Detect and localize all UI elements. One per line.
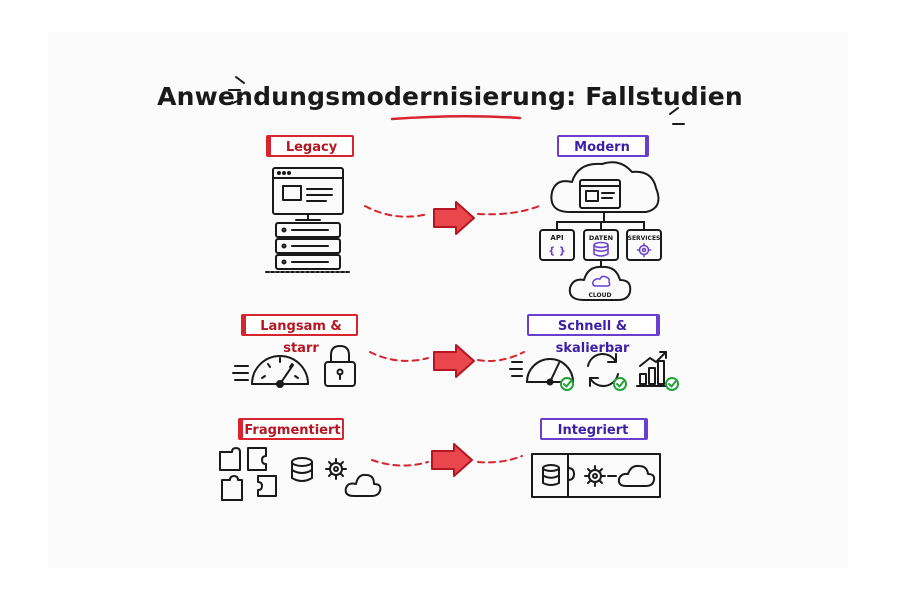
services-box xyxy=(626,229,662,261)
database-icon xyxy=(291,457,313,482)
label-integriert: Integriert xyxy=(540,418,648,440)
gear-icon xyxy=(636,242,652,258)
database-icon xyxy=(542,464,560,486)
label-modern: Modern xyxy=(557,135,649,157)
svg-text:DATEN: DATEN xyxy=(589,234,613,242)
api-box xyxy=(539,229,575,261)
check-icon-sync xyxy=(613,377,627,391)
diagram-canvas xyxy=(48,32,848,568)
gear-icon xyxy=(584,465,606,487)
label-langsam-starr: Langsam & starr xyxy=(241,314,358,356)
database-icon xyxy=(593,241,609,257)
modern-labels: API { } DATEN SERVICES CLOUD xyxy=(548,234,660,299)
title-spark-right xyxy=(669,107,685,125)
gear-icon xyxy=(325,458,347,480)
title-underline xyxy=(390,114,522,121)
modern-connectors xyxy=(556,211,645,267)
page-title: Anwendungsmodernisierung: Fallstudien xyxy=(157,82,743,111)
sync-icon xyxy=(587,352,619,388)
integrated-platform-bar xyxy=(531,453,661,498)
slow-speedometer-icon xyxy=(232,355,309,388)
modern-cloud-icon xyxy=(550,161,660,213)
label-schnell-skalierbar: Schnell & skalierbar xyxy=(527,314,660,356)
title-spark-left xyxy=(228,76,245,104)
svg-text:{ }: { } xyxy=(548,246,566,257)
cloud-icon xyxy=(344,473,382,497)
puzzle-pieces-icon xyxy=(219,447,277,501)
lock-icon xyxy=(324,345,356,387)
cloud-icon xyxy=(617,464,656,487)
svg-text:CLOUD: CLOUD xyxy=(589,292,612,299)
check-icon-speed xyxy=(560,377,574,391)
legacy-server-icon xyxy=(265,167,351,273)
check-icon-chart xyxy=(665,377,679,391)
arrow-row-1 xyxy=(364,201,543,235)
arrow-row-3 xyxy=(371,443,523,477)
bottom-cloud-icon xyxy=(568,265,632,301)
svg-text:SERVICES: SERVICES xyxy=(628,235,661,242)
growth-chart-icon xyxy=(636,351,671,387)
arrow-row-2 xyxy=(369,344,525,378)
label-legacy: Legacy xyxy=(266,135,354,157)
label-fragmentiert: Fragmentiert xyxy=(238,418,344,440)
database-box xyxy=(583,229,619,261)
svg-text:API: API xyxy=(550,234,563,242)
